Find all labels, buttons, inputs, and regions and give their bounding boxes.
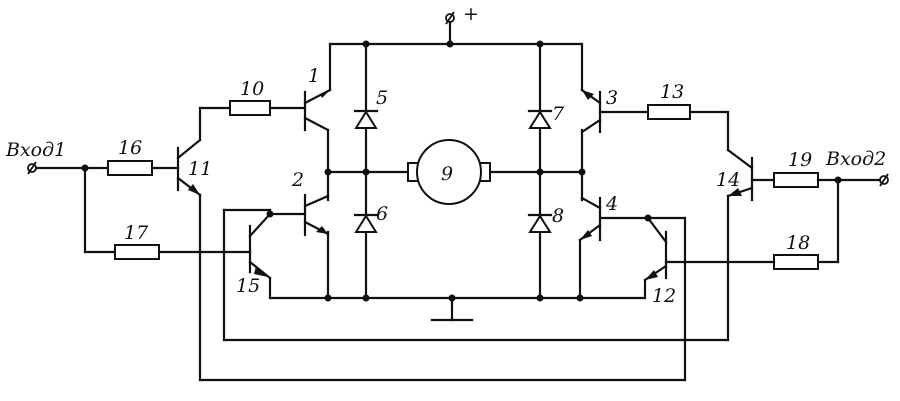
label-8: 8 bbox=[552, 205, 564, 227]
label-19: 19 bbox=[788, 149, 812, 171]
transistor-12 bbox=[643, 216, 668, 282]
diode-7 bbox=[527, 109, 553, 129]
label-4: 4 bbox=[605, 193, 618, 215]
resistor-19 bbox=[773, 172, 819, 188]
input-1-terminal bbox=[27, 161, 37, 175]
input-1-label: Вход1 bbox=[5, 139, 66, 161]
label-2: 2 bbox=[291, 169, 304, 191]
transistor-3 bbox=[580, 88, 602, 134]
resistor-16 bbox=[107, 160, 153, 176]
resistor-10 bbox=[229, 100, 271, 116]
label-5: 5 bbox=[376, 87, 388, 109]
resistor-13 bbox=[647, 104, 691, 120]
label-1: 1 bbox=[308, 65, 320, 87]
label-3: 3 bbox=[606, 87, 618, 109]
label-14: 14 bbox=[716, 169, 740, 191]
label-13: 13 bbox=[660, 81, 684, 103]
power-terminal: + bbox=[445, 3, 479, 46]
resistor-17 bbox=[114, 244, 160, 260]
label-16: 16 bbox=[118, 137, 142, 159]
label-10: 10 bbox=[240, 78, 264, 100]
transistor-4 bbox=[578, 196, 602, 242]
input-2-label: Вход2 bbox=[825, 148, 886, 170]
transistor-2 bbox=[303, 193, 330, 237]
resistor-18 bbox=[773, 254, 819, 270]
label-15: 15 bbox=[236, 275, 260, 297]
transistor-1 bbox=[303, 88, 332, 132]
motor-label: 9 bbox=[441, 163, 453, 185]
power-label: + bbox=[463, 3, 479, 25]
label-12: 12 bbox=[652, 285, 676, 307]
transistor-11 bbox=[176, 106, 202, 197]
diode-6 bbox=[353, 213, 379, 233]
ground-symbol bbox=[430, 296, 474, 322]
diode-8 bbox=[527, 213, 553, 233]
motor-9 bbox=[407, 139, 491, 205]
label-18: 18 bbox=[786, 232, 810, 254]
label-11: 11 bbox=[188, 158, 212, 180]
label-6: 6 bbox=[376, 203, 388, 225]
transistor-15 bbox=[248, 212, 272, 280]
input-2-terminal bbox=[879, 173, 889, 187]
label-17: 17 bbox=[124, 222, 149, 244]
diode-5 bbox=[353, 109, 379, 129]
label-7: 7 bbox=[552, 103, 565, 125]
